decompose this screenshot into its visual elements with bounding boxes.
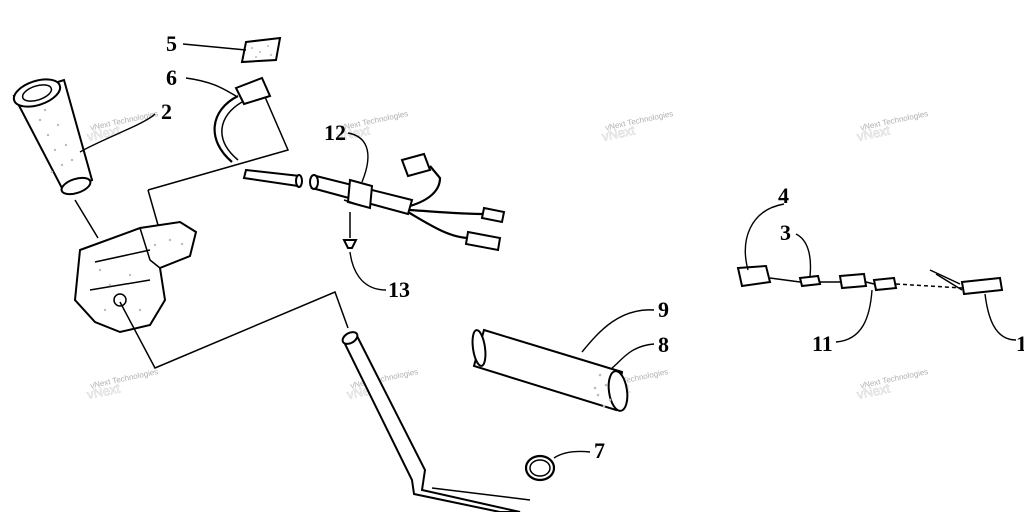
callout-7: 7 xyxy=(594,438,605,463)
svg-text:vNext: vNext xyxy=(86,122,122,144)
svg-text:vNext: vNext xyxy=(601,122,637,144)
part-connector-set xyxy=(736,264,1004,296)
callout-labels: 5 6 2 12 13 4 3 11 1 9 8 7 xyxy=(161,31,1024,463)
callout-12: 12 xyxy=(324,120,346,145)
watermark-text: vNext Technologies xyxy=(89,109,159,132)
watermark-text: vNext Technologies xyxy=(859,367,929,390)
part-heater-wire xyxy=(213,76,272,163)
svg-text:vNext: vNext xyxy=(86,380,122,402)
part-sleeve xyxy=(242,168,303,188)
part-throttle-housing xyxy=(73,220,198,334)
part-handlebar xyxy=(341,331,531,512)
callout-3: 3 xyxy=(780,220,791,245)
part-warmer-tube xyxy=(471,328,629,412)
callout-11: 11 xyxy=(812,331,833,356)
callout-5: 5 xyxy=(166,31,177,56)
svg-text:vNext: vNext xyxy=(856,122,892,144)
leader-lines xyxy=(79,43,1017,459)
part-pad xyxy=(240,36,282,64)
watermark-text: vNext Technologies xyxy=(859,109,929,132)
callout-13: 13 xyxy=(388,277,410,302)
part-harness xyxy=(309,152,506,252)
callout-9: 9 xyxy=(658,297,669,322)
callout-6: 6 xyxy=(166,65,177,90)
svg-text:vNext: vNext xyxy=(336,122,372,144)
callout-8: 8 xyxy=(658,332,669,357)
watermark-text: vNext Technologies xyxy=(339,109,409,132)
part-screw xyxy=(342,212,358,249)
svg-text:vNext: vNext xyxy=(856,380,892,402)
callout-4: 4 xyxy=(778,183,789,208)
part-grip xyxy=(12,78,94,196)
callout-1: 1 xyxy=(1016,331,1024,356)
assembly-lines xyxy=(74,89,349,369)
watermark-text: vNext Technologies xyxy=(604,109,674,132)
watermark-text: vNext Technologies xyxy=(89,367,159,390)
part-clamp xyxy=(524,454,556,482)
callout-2: 2 xyxy=(161,99,172,124)
